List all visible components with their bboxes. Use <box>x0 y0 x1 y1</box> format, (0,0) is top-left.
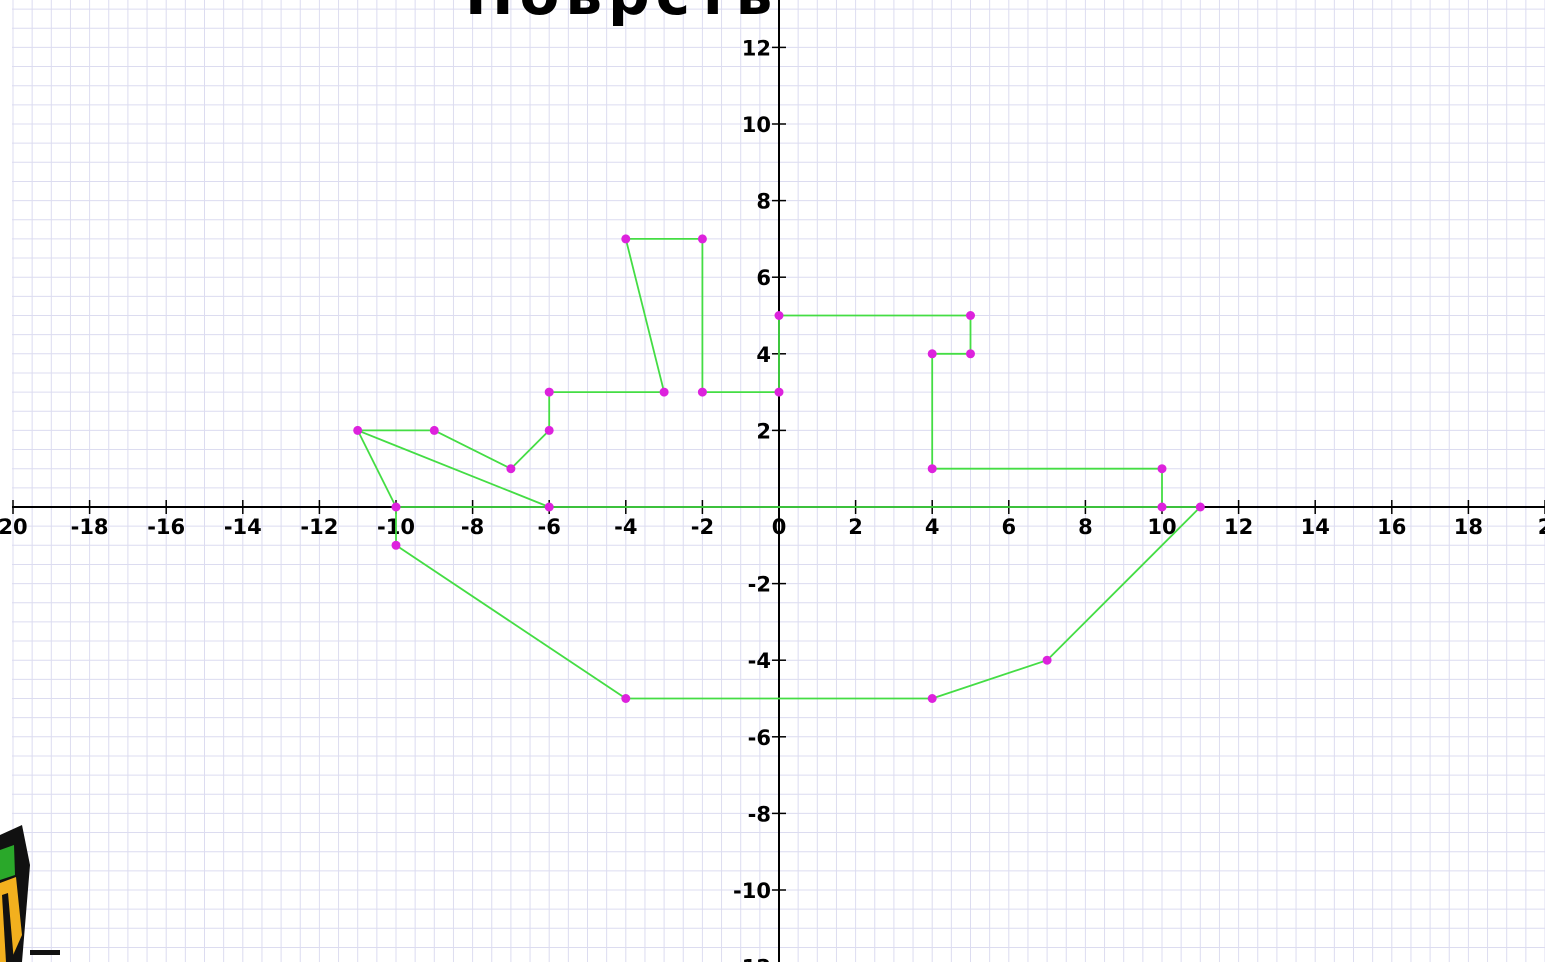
data-point <box>391 540 401 550</box>
x-tick-label: 6 <box>1001 515 1016 539</box>
data-point <box>697 234 707 244</box>
y-tick-label: -12 <box>733 956 771 962</box>
figure-segment <box>356 429 397 508</box>
data-point <box>774 311 784 320</box>
data-point <box>621 694 631 703</box>
data-point <box>966 349 975 359</box>
x-tick-label: -8 <box>461 515 484 539</box>
data-point <box>1195 502 1205 512</box>
x-tick-label: 8 <box>1078 515 1093 539</box>
y-tick-label: 4 <box>756 343 771 367</box>
figure-segment <box>395 544 627 700</box>
x-tick-label: 20 <box>0 515 28 539</box>
x-tick-label: -16 <box>147 515 185 539</box>
data-point <box>544 387 554 397</box>
data-point <box>544 502 554 512</box>
page-title: Новрсть <box>465 0 778 28</box>
x-tick-label: 14 <box>1301 515 1330 539</box>
y-tick-label: 8 <box>756 190 771 214</box>
figure-segment <box>510 429 550 470</box>
data-point <box>1042 655 1052 665</box>
data-point <box>966 311 975 320</box>
data-point <box>506 464 516 474</box>
data-point <box>429 425 439 435</box>
y-tick-label: 12 <box>742 36 771 60</box>
x-tick-label: 0 <box>772 515 787 539</box>
y-tick-label: 6 <box>756 266 771 290</box>
data-point <box>353 425 363 435</box>
data-point <box>1157 464 1167 474</box>
y-tick-label: -4 <box>748 649 771 673</box>
y-tick-label: 2 <box>756 419 771 443</box>
figure-segment <box>433 429 512 470</box>
data-point <box>1157 502 1167 512</box>
x-tick-label: 2 <box>1538 515 1545 539</box>
figure-segment <box>1046 506 1201 661</box>
corner-logo-icon <box>0 825 60 962</box>
figure-segment <box>624 238 665 393</box>
data-point <box>621 234 631 244</box>
x-tick-label: -18 <box>71 515 109 539</box>
y-tick-label: -10 <box>733 879 771 903</box>
data-point <box>927 694 937 703</box>
x-tick-label: -14 <box>224 515 262 539</box>
y-tick-label: -2 <box>748 573 771 597</box>
x-tick-label: 18 <box>1454 515 1483 539</box>
data-point <box>697 387 707 397</box>
data-point <box>774 387 784 397</box>
x-tick-label: 16 <box>1377 515 1406 539</box>
data-point <box>391 502 401 512</box>
data-point <box>927 349 937 359</box>
y-tick-label: 10 <box>742 113 771 137</box>
y-tick-label: -6 <box>748 726 771 750</box>
data-point <box>544 425 554 435</box>
data-point <box>659 387 669 397</box>
figure-segment <box>931 659 1048 700</box>
x-tick-label: 2 <box>848 515 863 539</box>
x-tick-label: -4 <box>614 515 637 539</box>
x-tick-label: -6 <box>538 515 561 539</box>
figure-segment <box>357 429 550 508</box>
x-tick-label: -2 <box>691 515 714 539</box>
x-tick-label: 12 <box>1224 515 1253 539</box>
x-tick-label: 4 <box>925 515 940 539</box>
x-tick-label: -12 <box>300 515 338 539</box>
data-point <box>927 464 937 474</box>
y-tick-label: -8 <box>748 802 771 826</box>
